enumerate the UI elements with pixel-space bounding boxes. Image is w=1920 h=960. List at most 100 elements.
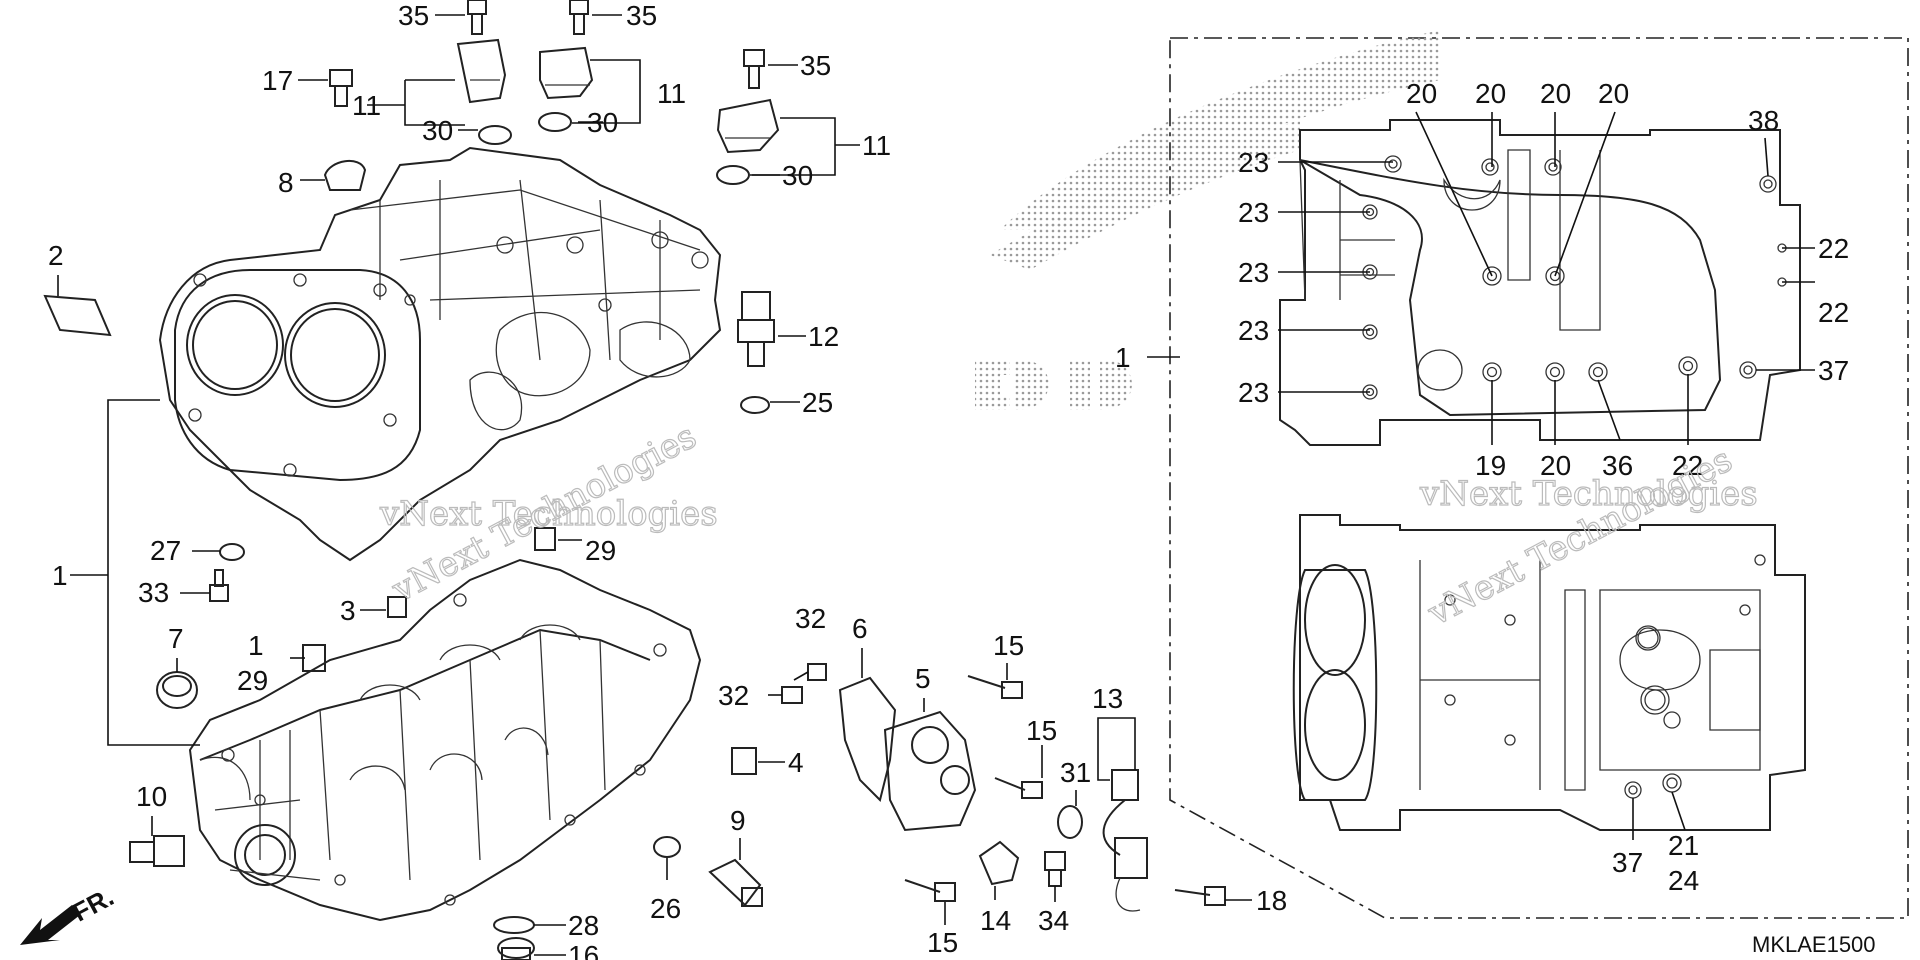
wing-logo-watermark xyxy=(975,30,1440,411)
plug-16-icon xyxy=(497,937,535,960)
callout-38: 38 xyxy=(1748,105,1779,136)
dowel-29-lower-icon xyxy=(302,644,326,672)
callout-27: 27 xyxy=(150,535,181,566)
bolt-15-top-icon xyxy=(967,675,1023,699)
callout-31: 31 xyxy=(1060,757,1091,788)
callout-18: 18 xyxy=(1256,885,1287,916)
bolt-18-icon xyxy=(1174,886,1226,906)
callout-13: 13 xyxy=(1092,683,1123,714)
callout-14: 14 xyxy=(980,905,1011,936)
watermark-text: vNext Technologies xyxy=(1421,440,1739,634)
callout-35: 35 xyxy=(800,50,831,81)
washer-25-icon xyxy=(740,396,770,414)
callout-23: 23 xyxy=(1238,257,1269,288)
o-ring-30-center-icon xyxy=(538,112,572,132)
callout-25: 25 xyxy=(802,387,833,418)
switch-12-icon xyxy=(737,291,775,367)
callout-10: 10 xyxy=(136,781,167,812)
front-direction-indicator: FR. xyxy=(20,881,119,945)
watermark-text: vNext Technologies xyxy=(1419,474,1758,514)
callout-22: 22 xyxy=(1818,233,1849,264)
bolt-34-icon xyxy=(1044,851,1066,887)
callout-30: 30 xyxy=(422,115,453,146)
callout-9: 9 xyxy=(730,805,746,836)
callout-labels: 35 35 35 17 11 11 11 30 30 30 8 2 12 25 … xyxy=(48,0,1849,960)
callout-11: 11 xyxy=(657,78,686,109)
leader-lines xyxy=(57,14,1815,956)
o-ring-31-icon xyxy=(1057,805,1083,839)
callout-20: 20 xyxy=(1406,78,1437,109)
bolt-35-top-center-icon xyxy=(569,0,589,35)
callout-37: 37 xyxy=(1612,847,1643,878)
sensor-9-icon xyxy=(708,858,763,907)
detail-frame xyxy=(1169,37,1909,919)
callout-11: 11 xyxy=(352,90,381,121)
callout-22: 22 xyxy=(1672,450,1703,481)
callout-28: 28 xyxy=(568,910,599,941)
bolt-17-icon xyxy=(329,69,353,107)
callout-37: 37 xyxy=(1818,355,1849,386)
callout-36: 36 xyxy=(1602,450,1633,481)
callout-23: 23 xyxy=(1238,377,1269,408)
collar-32-upper-icon xyxy=(807,663,827,681)
bolt-33-icon xyxy=(209,569,229,602)
bolt-35-right-icon xyxy=(743,49,765,89)
callout-20: 20 xyxy=(1598,78,1629,109)
watermarks: vNext Technologies vNext Technologies vN… xyxy=(378,416,1758,635)
callout-8: 8 xyxy=(278,167,294,198)
callout-11: 11 xyxy=(862,130,891,161)
switch-10-icon xyxy=(129,835,185,867)
callout-20: 20 xyxy=(1540,450,1571,481)
collar-32-lower-icon xyxy=(781,686,803,704)
collar-4-icon xyxy=(731,747,757,775)
sensor-11-right-icon xyxy=(716,98,780,154)
o-ring-30-left-icon xyxy=(478,125,512,145)
callout-34: 34 xyxy=(1038,905,1069,936)
callout-35: 35 xyxy=(626,0,657,31)
pump-5-icon xyxy=(883,710,977,832)
callout-15: 15 xyxy=(927,927,958,958)
callout-15: 15 xyxy=(993,630,1024,661)
front-label: FR. xyxy=(68,881,119,927)
callout-20: 20 xyxy=(1540,78,1571,109)
sensor-11-left-icon xyxy=(456,38,507,104)
callout-1: 1 xyxy=(1115,342,1131,373)
callout-20: 20 xyxy=(1475,78,1506,109)
callout-32: 32 xyxy=(718,680,749,711)
callout-22: 22 xyxy=(1818,297,1849,328)
sensor-11-center-icon xyxy=(539,46,594,100)
callout-19: 19 xyxy=(1475,450,1506,481)
callout-30: 30 xyxy=(782,160,813,191)
callout-30: 30 xyxy=(587,107,618,138)
callout-6: 6 xyxy=(852,613,868,644)
dowel-29-upper-icon xyxy=(534,527,556,551)
o-ring-30-right-icon xyxy=(716,165,750,185)
callout-1: 1 xyxy=(52,560,68,591)
watermark-text: vNext Technologies xyxy=(379,494,718,534)
gasket-6-icon xyxy=(838,676,897,802)
plate-2-icon xyxy=(43,294,112,337)
callout-23: 23 xyxy=(1238,147,1269,178)
callout-26: 26 xyxy=(650,893,681,924)
front-arrow-icon xyxy=(20,905,80,945)
callout-3: 3 xyxy=(340,595,356,626)
upper-crankcase-top-view xyxy=(1279,119,1801,446)
callout-4: 4 xyxy=(788,747,804,778)
dowel-3-icon xyxy=(387,596,407,618)
sensor-13-icon xyxy=(1102,769,1148,912)
bolt-35-top-left-icon xyxy=(467,0,487,35)
washer-26-icon xyxy=(653,836,681,858)
diagram-code: MKLAE1500 xyxy=(1752,932,1876,957)
bolt-15-middle-icon xyxy=(994,777,1043,799)
lower-crankcase xyxy=(188,558,702,922)
bolt-15-bottom-icon xyxy=(904,879,956,902)
bracket-14-icon xyxy=(978,840,1020,886)
upper-crankcase xyxy=(158,146,722,562)
callout-23: 23 xyxy=(1238,315,1269,346)
callout-24: 24 xyxy=(1668,865,1699,896)
plug-7-icon xyxy=(156,671,198,709)
callout-17: 17 xyxy=(262,65,293,96)
washer-27-icon xyxy=(219,543,245,561)
callout-32: 32 xyxy=(795,603,826,634)
